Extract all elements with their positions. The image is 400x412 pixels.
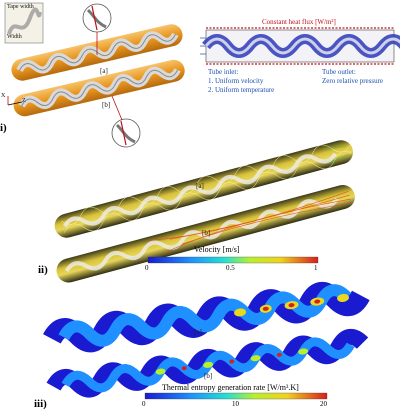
tube-inlet-conditions: Tube inlet: 1. Uniform velocity 2. Unifo…	[208, 68, 274, 95]
panel-ii-graphics	[54, 140, 355, 283]
entropy-tick-mid: 10	[232, 400, 239, 408]
velocity-tube-a	[54, 140, 355, 238]
tube-b-geometry	[13, 59, 185, 117]
tube-a-label-ii: [a]	[196, 182, 204, 190]
inset-tape-width-label: Tape width	[7, 4, 34, 10]
panel-iii-graphics	[43, 281, 370, 400]
velocity-colorbar-title: Velocity [m/s]	[194, 245, 240, 254]
axis-x-label: X	[1, 93, 6, 99]
tube-outlet-conditions: Tube outlet: Zero relative pressure	[322, 68, 383, 86]
inset-width-label: Width	[7, 34, 22, 40]
tube-a-label-i: [a]	[100, 67, 108, 75]
inlet-line-2: 2. Uniform temperature	[208, 86, 275, 94]
outlet-line-1: Zero relative pressure	[322, 77, 384, 85]
axis-z-arrow	[7, 101, 23, 106]
panel-iii-label: iii)	[34, 398, 47, 410]
panel-i-label: i)	[0, 122, 7, 134]
velocity-tube-b	[56, 185, 355, 283]
inlet-line-1: 1. Uniform velocity	[208, 77, 264, 85]
entropy-contour-b	[46, 328, 369, 398]
entropy-colorbar-title: Thermal entropy generation rate [W/m³.K]	[162, 383, 299, 392]
inlet-title: Tube inlet:	[208, 68, 239, 76]
axis-z-label: Z	[22, 98, 26, 104]
tube-b-label-ii: [b]	[202, 229, 211, 237]
entropy-contour-a	[43, 281, 370, 353]
outlet-title: Tube outlet:	[322, 68, 356, 76]
tube-a-label-iii: [a]	[194, 328, 202, 336]
panel-i-graphics	[4, 2, 400, 148]
velocity-colorbar	[147, 256, 319, 264]
velocity-tick-max: 1	[314, 264, 318, 272]
velocity-tick-0: 0	[145, 264, 149, 272]
heat-flux-label: Constant heat flux [W/m²]	[262, 18, 336, 26]
tube-b-label-iii: [b]	[204, 372, 213, 380]
entropy-tick-0: 0	[142, 400, 146, 408]
tube-b-label-i: [b]	[102, 101, 111, 109]
twisted-tape-inset	[7, 7, 42, 35]
velocity-tick-mid: 0.5	[226, 264, 235, 272]
entropy-colorbar	[144, 392, 328, 400]
entropy-tick-max: 20	[320, 400, 327, 408]
panel-ii-label: ii)	[38, 264, 48, 276]
